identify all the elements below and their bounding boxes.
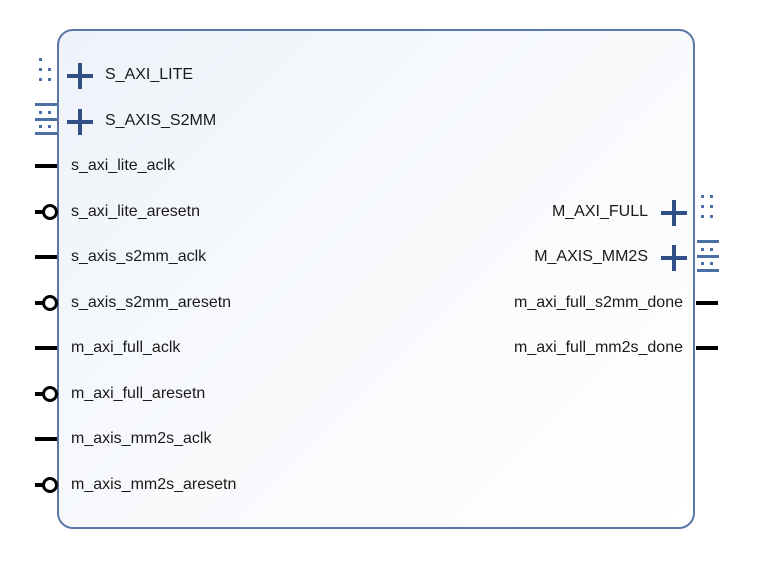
active-low-pin-icon[interactable] bbox=[35, 202, 58, 222]
pin-s-axi-lite-aclk[interactable] bbox=[35, 164, 57, 168]
expand-plus-icon[interactable] bbox=[661, 245, 687, 271]
pin-m-axi-full-s2mm-done[interactable] bbox=[696, 301, 718, 305]
pin-m-axi-full-aclk[interactable] bbox=[35, 346, 57, 350]
pin-label[interactable]: m_axi_full_aclk bbox=[71, 339, 181, 356]
axi-lite-bus-icon bbox=[39, 58, 51, 81]
pin-label[interactable]: s_axi_lite_aresetn bbox=[71, 203, 200, 220]
active-low-pin-icon[interactable] bbox=[35, 384, 58, 404]
pin-m-axi-full-mm2s-done[interactable] bbox=[696, 346, 718, 350]
port-s-axis-s2mm-label[interactable]: S_AXIS_S2MM bbox=[105, 112, 217, 129]
port-m-axis-mm2s-label[interactable]: M_AXIS_MM2S bbox=[534, 248, 648, 265]
pin-label[interactable]: s_axi_lite_aclk bbox=[71, 157, 176, 174]
port-s-axi-lite-label[interactable]: S_AXI_LITE bbox=[105, 66, 194, 83]
pin-label[interactable]: m_axis_mm2s_aclk bbox=[71, 430, 212, 447]
pin-m-axis-mm2s-aclk[interactable] bbox=[35, 437, 57, 441]
expand-plus-icon[interactable] bbox=[67, 63, 93, 89]
pin-label[interactable]: s_axis_s2mm_aresetn bbox=[71, 294, 232, 311]
pin-label[interactable]: m_axi_full_s2mm_done bbox=[514, 294, 683, 311]
pin-label[interactable]: m_axis_mm2s_aresetn bbox=[71, 476, 237, 493]
pin-s-axis-s2mm-aclk[interactable] bbox=[35, 255, 57, 259]
ip-block[interactable] bbox=[57, 29, 695, 529]
port-m-axi-full-label[interactable]: M_AXI_FULL bbox=[551, 203, 648, 220]
axi-full-bus-icon bbox=[701, 195, 713, 218]
axis-stream-bus-icon bbox=[35, 103, 57, 135]
pin-label[interactable]: s_axis_s2mm_aclk bbox=[71, 248, 207, 265]
expand-plus-icon[interactable] bbox=[67, 109, 93, 135]
active-low-pin-icon[interactable] bbox=[35, 475, 58, 495]
pin-label[interactable]: m_axi_full_mm2s_done bbox=[514, 339, 683, 356]
active-low-pin-icon[interactable] bbox=[35, 293, 58, 313]
pin-label[interactable]: m_axi_full_aresetn bbox=[71, 385, 206, 402]
expand-plus-icon[interactable] bbox=[661, 200, 687, 226]
axis-stream-bus-icon bbox=[697, 240, 719, 272]
